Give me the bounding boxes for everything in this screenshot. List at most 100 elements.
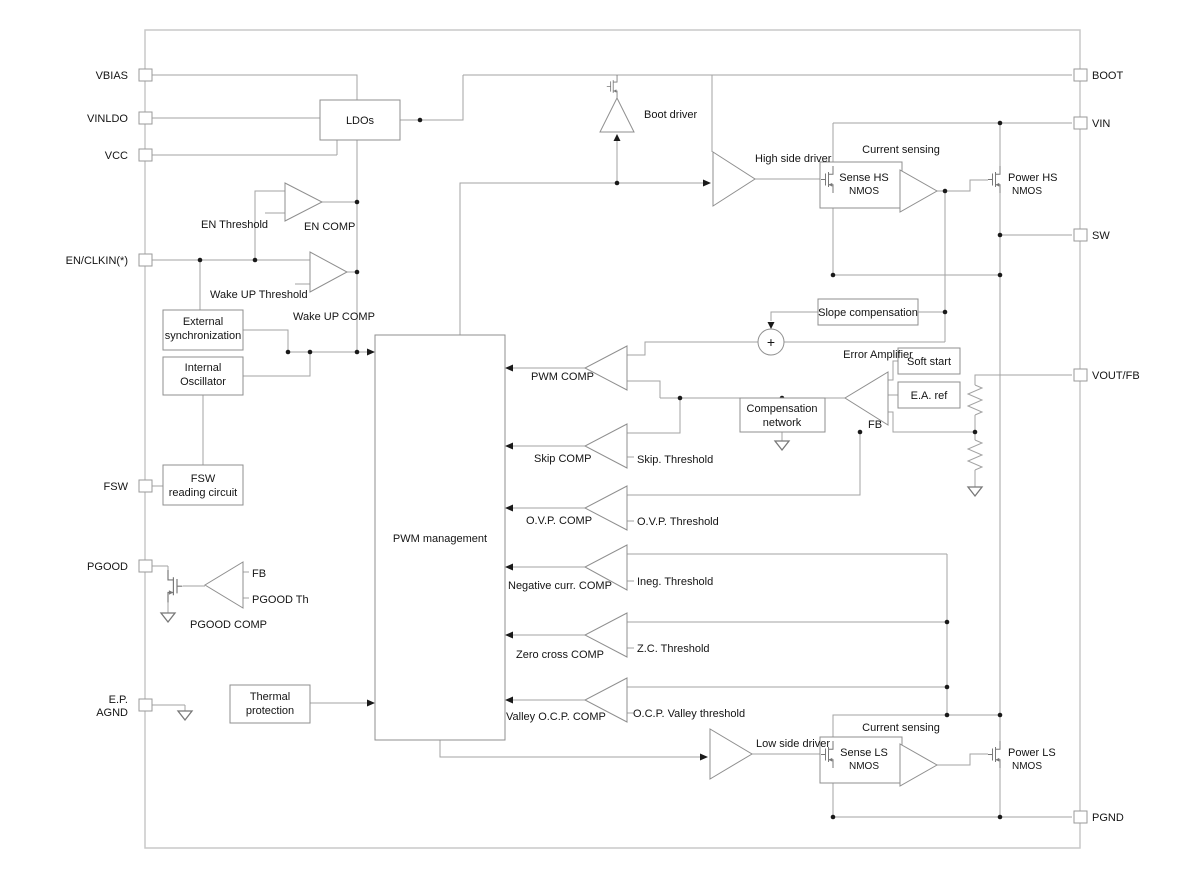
pin-vbias-label: VBIAS [96, 70, 128, 82]
negative-current-comp-triangle [583, 544, 628, 591]
pgood-fb-label: FB [252, 568, 266, 580]
pin-vin-label: VIN [1092, 118, 1110, 130]
pgood-nmos-icon [167, 569, 183, 603]
junction-dot [677, 395, 683, 401]
ovp-threshold-label: O.V.P. Threshold [637, 516, 719, 528]
pwm-comp-label: PWM COMP [531, 371, 594, 383]
valley-ocp-comp: Valley O.C.P. COMP O.C.P. Valley thresho… [506, 677, 745, 723]
zero-cross-comp-label: Zero cross COMP [516, 649, 604, 661]
junction-dot [942, 309, 948, 315]
power-ls-label-1: Power LS [1008, 747, 1056, 759]
ocp-valley-threshold-label: O.C.P. Valley threshold [633, 708, 745, 720]
power-ls-nmos: Power LS NMOS [987, 740, 1056, 772]
sense-ls-label-1: Sense LS [840, 747, 888, 759]
low-side-driver: Low side driver [709, 728, 830, 780]
junction-dot [285, 349, 291, 355]
junction-dot [997, 712, 1003, 718]
compnet-ground-icon [774, 440, 790, 451]
pgood-ground-icon [160, 612, 176, 623]
wires-bottom-left [152, 565, 368, 711]
pwm-management-block: PWM management [374, 334, 506, 741]
junction-dot [830, 272, 836, 278]
thermal-protection-label-1: Thermal [250, 691, 290, 703]
pin-ep-agnd-pad [138, 698, 153, 712]
junction-dot [830, 814, 836, 820]
pin-vin-pad [1073, 116, 1088, 130]
pwm-comp-triangle [583, 345, 628, 391]
boot-driver-triangle [599, 96, 635, 133]
wires [152, 74, 1072, 818]
soft-start-block: Soft start [897, 347, 961, 375]
pin-en-clkin-pad [138, 253, 153, 267]
sense-hs-box [819, 161, 903, 209]
en-comp: EN Threshold EN COMP [201, 182, 355, 233]
internal-oscillator-box [162, 356, 244, 396]
pins-right: BOOT VIN SW VOUT/FB PGND [1073, 68, 1140, 824]
junction-dot [944, 712, 950, 718]
external-sync-label-1: External [183, 316, 223, 328]
pin-boot-pad [1073, 68, 1088, 82]
zero-cross-comp: Zero cross COMP Z.C. Threshold [516, 612, 710, 661]
soft-start-label: Soft start [907, 356, 951, 368]
power-ls-label-2: NMOS [1012, 761, 1042, 772]
skip-threshold-label: Skip. Threshold [637, 454, 713, 466]
internal-oscillator-block: Internal Oscillator [162, 356, 244, 396]
junction-dot [197, 257, 203, 263]
junction-dot [354, 199, 360, 205]
pin-pgnd-label: PGND [1092, 812, 1124, 824]
junction-dot [354, 269, 360, 275]
current-sense-amp-bottom-triangle [899, 743, 939, 787]
ldos-box [319, 99, 401, 141]
pin-pgnd-pad [1073, 810, 1088, 824]
wake-up-threshold-label: Wake UP Threshold [210, 289, 308, 301]
negative-current-comp-label: Negative curr. COMP [508, 580, 612, 592]
summing-circle [757, 328, 785, 356]
current-sensing-bottom-label: Current sensing [862, 722, 940, 734]
pwm-management-label: PWM management [393, 533, 487, 545]
thermal-protection-block: Thermal protection [229, 684, 311, 724]
current-sensing-top-label: Current sensing [862, 144, 940, 156]
junction-dot [417, 117, 423, 123]
pin-fsw-label: FSW [104, 481, 129, 493]
junction-dots [197, 117, 1003, 820]
ea-ref-box [897, 381, 961, 409]
ovp-comp: O.V.P. COMP O.V.P. Threshold [526, 485, 719, 531]
pgood-comp-label: PGOOD COMP [190, 619, 267, 631]
fsw-reading-box [162, 464, 244, 506]
ineg-threshold-label: Ineg. Threshold [637, 576, 713, 588]
internal-oscillator-label-2: Oscillator [180, 376, 226, 388]
ldos-block: LDOs [319, 99, 401, 141]
sense-hs-label-2: NMOS [849, 186, 879, 197]
current-sense-amp-top-triangle [899, 169, 939, 213]
internal-oscillator-label-1: Internal [185, 362, 222, 374]
pin-fsw-pad [138, 479, 153, 493]
pin-vinldo-pad [138, 111, 153, 125]
chip-boundary [144, 29, 1081, 849]
skip-comp: Skip COMP Skip. Threshold [534, 423, 713, 469]
junction-dot [997, 232, 1003, 238]
compensation-network-block: Compensation network [739, 397, 826, 433]
external-sync-block: External synchronization [162, 309, 244, 351]
junction-dot [857, 429, 863, 435]
boot-driver-label: Boot driver [644, 109, 698, 121]
ldos-label: LDOs [346, 115, 375, 127]
junction-dot [354, 349, 360, 355]
pin-vcc-pad [138, 148, 153, 162]
power-hs-nmos-icon [987, 165, 1001, 194]
fsw-reading-block: FSW reading circuit [162, 464, 244, 506]
pin-pgood-label: PGOOD [87, 561, 128, 573]
low-side-driver-triangle [709, 728, 753, 780]
slope-compensation-label: Slope compensation [818, 307, 918, 319]
high-side-driver-triangle [712, 151, 756, 207]
summing-node: + [757, 328, 785, 356]
fsw-reading-label-1: FSW [191, 473, 216, 485]
wires-top-left [152, 74, 1072, 487]
compensation-network-label-1: Compensation [747, 403, 818, 415]
current-sensing-bottom: Current sensing [862, 722, 940, 787]
pin-vbias-pad [138, 68, 153, 82]
boot-nmos-icon [606, 74, 618, 99]
junction-dot [944, 619, 950, 625]
thermal-protection-box [229, 684, 311, 724]
power-hs-label-1: Power HS [1008, 172, 1058, 184]
